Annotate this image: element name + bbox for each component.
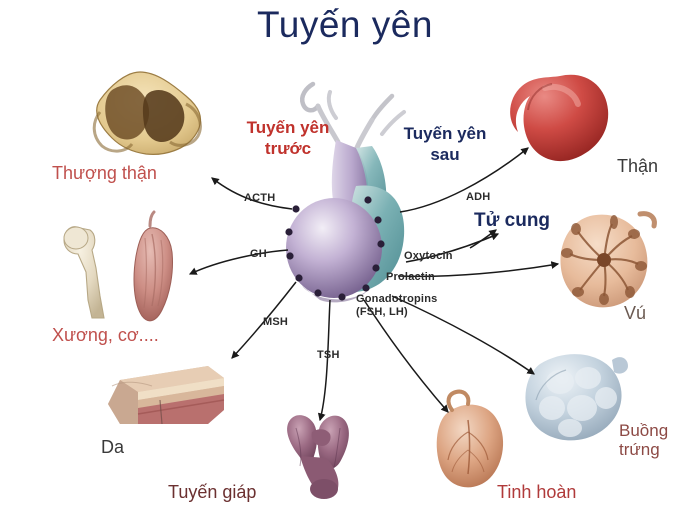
arrow-oxytocin: [405, 233, 500, 263]
arrow-tsh: [317, 299, 331, 422]
label-hormone-acth: ACTH: [244, 192, 276, 204]
label-bone-muscle: Xương, cơ....: [52, 325, 159, 345]
label-anterior-pituitary: Tuyến yên trước: [246, 118, 330, 159]
breast-illustration: [560, 211, 657, 308]
arrow-msh: [231, 281, 297, 359]
label-hormone-tsh: TSH: [317, 349, 340, 361]
thyroid-gland-illustration: [287, 415, 349, 499]
arrow-gh: [188, 249, 289, 275]
testis-illustration: [436, 389, 504, 488]
arrow-acth: [211, 177, 293, 210]
label-breast: Vú: [624, 303, 647, 323]
label-kidney: Thận: [617, 156, 659, 176]
label-hormone-adh: ADH: [466, 191, 491, 203]
label-testis: Tinh hoàn: [497, 482, 577, 502]
label-hormone-gonadotropins: Gonadotropins (FSH, LH): [356, 293, 438, 318]
arrow-adh: [399, 147, 529, 213]
skin-cross-section-illustration: [108, 366, 225, 425]
adrenal-gland-illustration: [92, 71, 202, 155]
page-title: Tuyến yên: [257, 4, 433, 45]
label-uterus: Tử cung: [474, 210, 551, 231]
label-skin: Da: [101, 437, 125, 457]
label-adrenal-gland: Thượng thận: [52, 163, 157, 183]
label-hormone-gh: GH: [250, 248, 267, 260]
arrow-gonadotropins-ovary: [391, 295, 535, 375]
label-ovary: Buồng trứng: [619, 421, 669, 460]
bone-and-muscle-illustration: [63, 210, 173, 322]
label-hormone-prolactin: Prolactin: [386, 271, 435, 283]
label-posterior-pituitary: Tuyến yên sau: [403, 124, 487, 165]
pituitary-gland-illustration: [285, 81, 406, 303]
arrow-prolactin: [397, 261, 560, 278]
ovarian-follicles: [539, 367, 617, 437]
label-hormone-oxytocin: Oxytocin: [404, 250, 453, 262]
arrow-gonadotropins-testis: [363, 299, 449, 413]
ovary-illustration: [525, 354, 628, 441]
label-thyroid-gland: Tuyến giáp: [168, 482, 257, 502]
label-hormone-msh: MSH: [263, 316, 289, 328]
pituitary-cell-dots: [285, 196, 385, 301]
hormone-arrows: [188, 147, 560, 422]
kidney-illustration: [510, 74, 609, 162]
arrow-uterus-pointer: [469, 229, 497, 249]
